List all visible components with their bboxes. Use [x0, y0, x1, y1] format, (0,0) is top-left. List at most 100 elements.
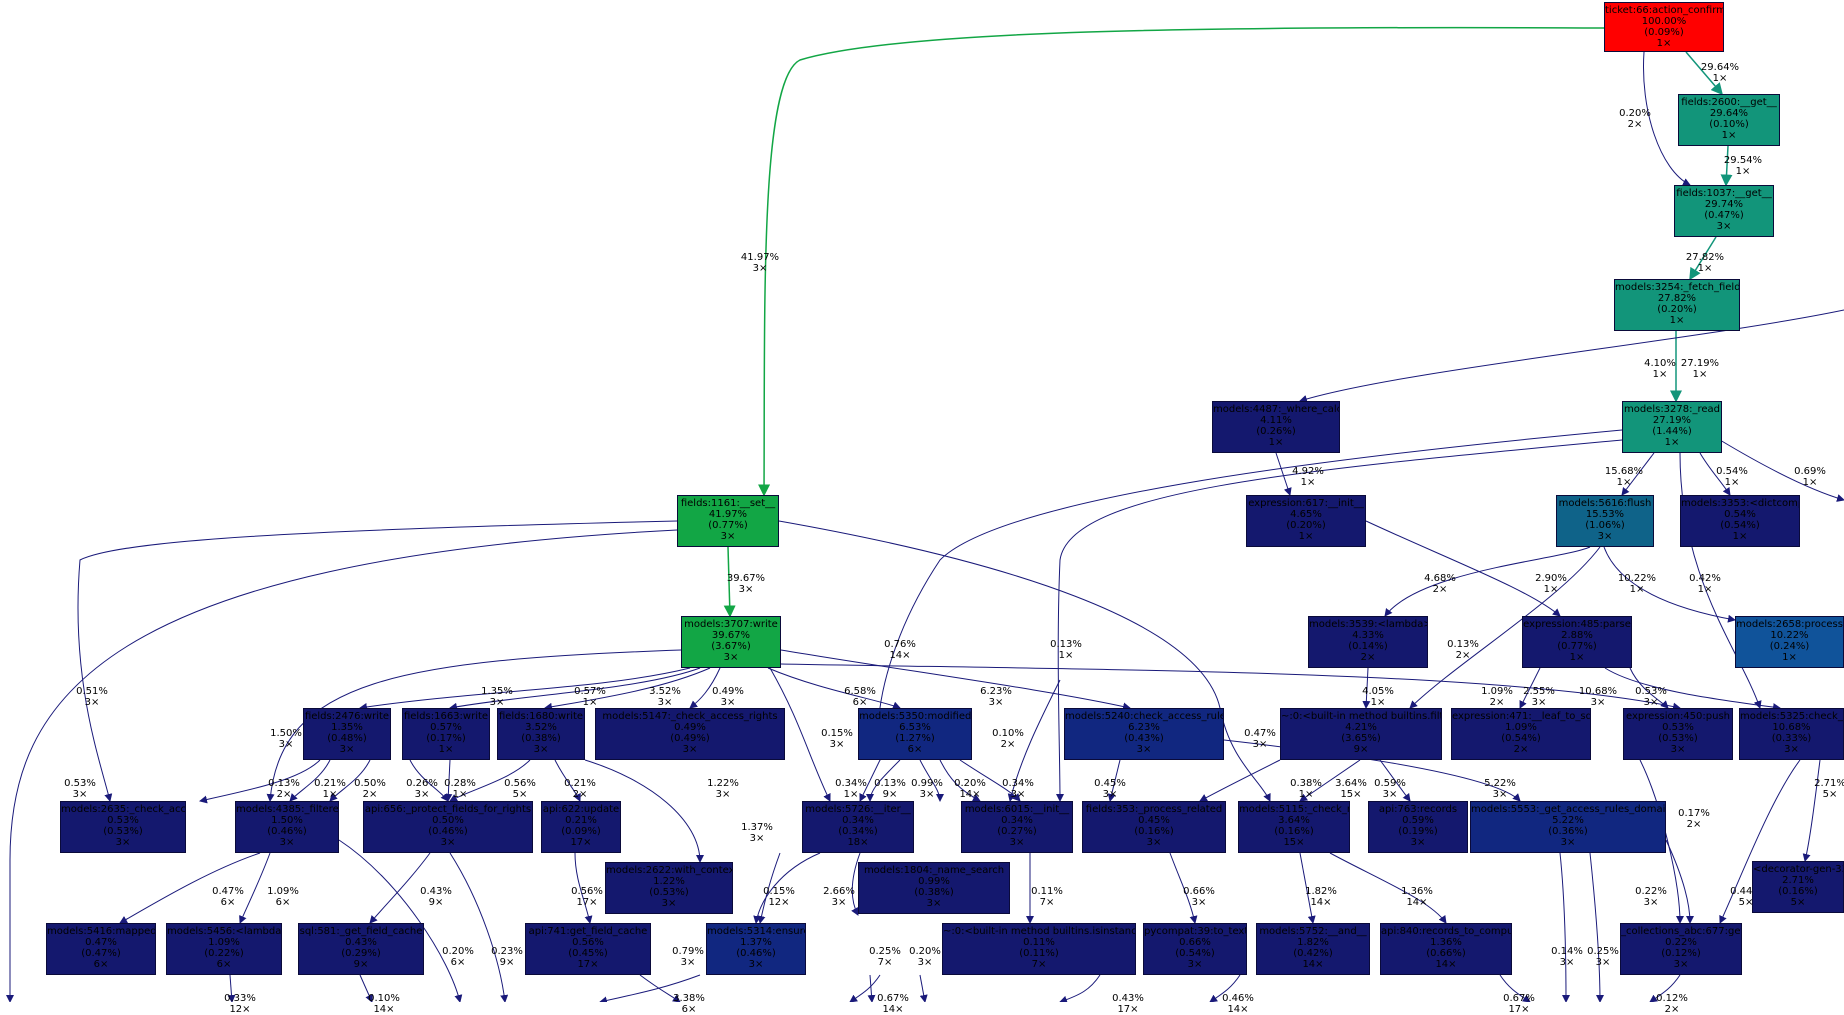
- node-function: models:5616:flush: [1558, 498, 1652, 509]
- node-models3539[interactable]: models:3539:<lambda>4.33%(0.14%)2×: [1308, 616, 1428, 668]
- node-total: 1.35%: [331, 722, 363, 733]
- edge-percent: 0.34%: [835, 778, 867, 789]
- node-self: (0.16%): [1134, 826, 1174, 837]
- node-models3353[interactable]: models:3353:<dictcomp>0.54%(0.54%)1×: [1680, 495, 1800, 547]
- node-expression[interactable]: expression:617:__init__4.65%(0.20%)1×: [1246, 495, 1366, 547]
- node-fields1161[interactable]: fields:1161:__set__41.97%(0.77%)3×: [677, 495, 779, 547]
- node-self: (0.20%): [1286, 520, 1326, 531]
- edge-label: 0.43%17×: [1098, 993, 1158, 1015]
- node-function: <decorator-gen-33>: [1753, 864, 1843, 875]
- edge-label: 27.19%1×: [1670, 358, 1730, 380]
- node-models5726[interactable]: models:5726:__iter__0.34%(0.34%)18×: [802, 801, 914, 853]
- edge-calls: 3×: [657, 697, 673, 708]
- edge-percent: 0.33%: [224, 993, 256, 1004]
- node-total: 0.54%: [1724, 509, 1756, 520]
- node-calls: 3×: [279, 837, 295, 848]
- node-total: 0.11%: [1023, 937, 1055, 948]
- edge-label: 4.68%2×: [1410, 573, 1470, 595]
- edge-percent: 0.20%: [442, 946, 474, 957]
- edge-label: 0.50%2×: [340, 778, 400, 800]
- edge-label: 0.53%3×: [50, 778, 110, 800]
- node-self: (1.44%): [1652, 426, 1692, 437]
- edge-label: 5.22%3×: [1470, 778, 1530, 800]
- node-decorator[interactable]: <decorator-gen-33>2.71%(0.16%)5×: [1752, 861, 1844, 913]
- edge-percent: 0.26%: [406, 778, 438, 789]
- call-edge: [1055, 439, 1623, 802]
- node-calls: 3×: [339, 744, 355, 755]
- edge-percent: 27.82%: [1685, 252, 1725, 263]
- edge-label: 0.20%2×: [1605, 108, 1665, 130]
- edge-percent: 15.68%: [1604, 466, 1644, 477]
- edge-label: 0.56%17×: [557, 886, 617, 908]
- edge-label: 4.05%1×: [1348, 686, 1408, 708]
- edge-label: 0.51%3×: [62, 686, 122, 708]
- node-models5325[interactable]: models:5325:check_field10.68%(0.33%)3×: [1739, 708, 1844, 760]
- node-models6015[interactable]: models:6015:__init__0.34%(0.27%)3×: [961, 801, 1073, 853]
- call-edge: [1720, 145, 1733, 187]
- node-function: api:840:records_to_compute: [1381, 926, 1512, 937]
- node-function: api:763:records: [1378, 804, 1458, 815]
- node-models2635[interactable]: models:2635:_check_access_rule0.53%(0.53…: [60, 801, 186, 853]
- edge-percent: 0.43%: [1112, 993, 1144, 1004]
- call-edge: [1209, 974, 1241, 1002]
- edge-calls: 6×: [852, 697, 868, 708]
- call-edge: [849, 974, 881, 1002]
- edge-percent: 29.54%: [1723, 155, 1763, 166]
- node-function: expression:485:parse: [1523, 619, 1631, 630]
- node-function: _collections_abc:677:get: [1621, 926, 1742, 937]
- edge-label: 4.10%1×: [1630, 358, 1690, 380]
- node-models5752[interactable]: models:5752:__and__1.82%(0.42%)14×: [1256, 923, 1370, 975]
- edge-label: 4.92%1×: [1278, 466, 1338, 488]
- node-models5456[interactable]: models:5456:<lambda>1.09%(0.22%)6×: [166, 923, 282, 975]
- node-total: 1.09%: [208, 937, 240, 948]
- node-fields1037[interactable]: fields:1037:__get__29.74%(0.47%)3×: [1674, 185, 1774, 237]
- edge-label: 1.09%6×: [253, 886, 313, 908]
- node-function: models:6015:__init__: [964, 804, 1070, 815]
- node-calls: 3×: [1410, 837, 1426, 848]
- edge-calls: 3×: [1102, 789, 1118, 800]
- edge-label: 0.10%2×: [978, 728, 1038, 750]
- call-edge: [1603, 546, 1736, 623]
- edge-calls: 3×: [1252, 739, 1268, 750]
- node-self: (0.09%): [1644, 27, 1684, 38]
- edge-calls: 12×: [229, 1004, 251, 1015]
- edge-calls: 3×: [278, 739, 294, 750]
- node-fields2600[interactable]: fields:2600:__get__29.64%(0.10%)1×: [1678, 94, 1780, 146]
- node-models5115[interactable]: models:5115:_check_record_rules3.64%(0.1…: [1238, 801, 1350, 853]
- node-total: 4.21%: [1345, 722, 1377, 733]
- edge-percent: 4.10%: [1644, 358, 1676, 369]
- node-builtin_filter[interactable]: ~:0:<built-in method builtins.filter>4.2…: [1280, 708, 1442, 760]
- node-builtin_isinstance[interactable]: ~:0:<built-in method builtins.isinstance…: [942, 923, 1136, 975]
